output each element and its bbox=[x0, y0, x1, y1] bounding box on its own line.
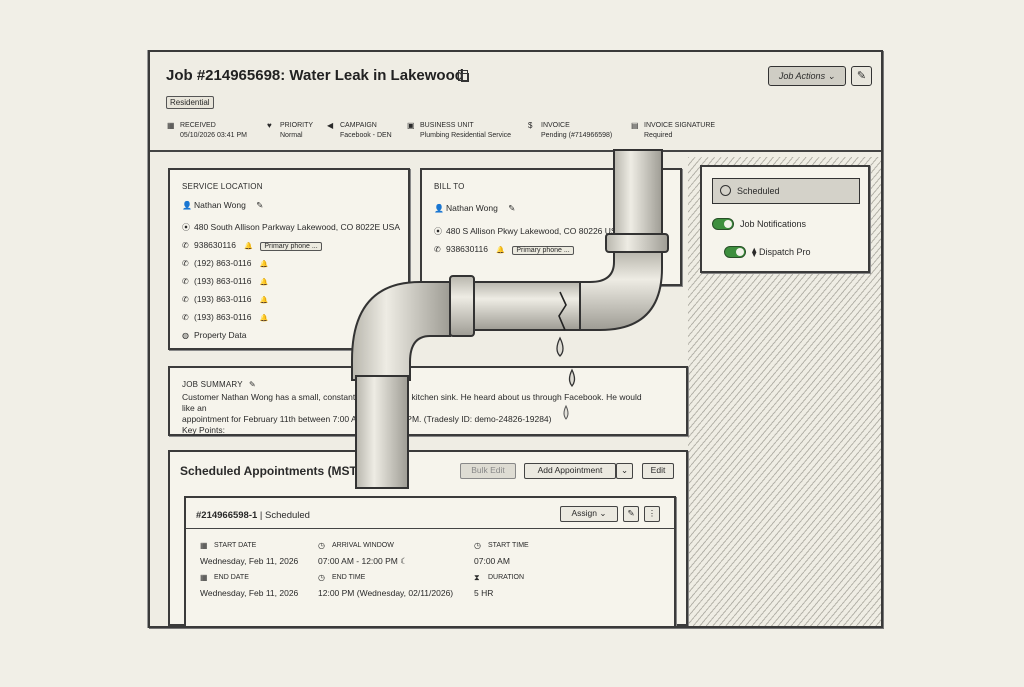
kebab-menu-icon: ⋮ bbox=[647, 508, 657, 518]
job-notifications-toggle[interactable] bbox=[712, 218, 734, 230]
service-location-card: SERVICE LOCATION 👤Nathan Wong ✎ ⦿480 Sou… bbox=[168, 168, 410, 350]
arrival-window-value: 07:00 AM - 12:00 PM ☾ bbox=[318, 556, 408, 566]
more-options-button[interactable]: ⋮ bbox=[644, 506, 660, 522]
job-summary-text: Customer Nathan Wong has a small, consta… bbox=[182, 392, 642, 435]
phone-row[interactable]: ✆(193) 863-0116 🔔 bbox=[182, 294, 269, 304]
bell-icon[interactable]: 🔔 bbox=[259, 279, 269, 286]
meta-received: ▦ RECEIVED 05/10/2026 03:41 PM bbox=[167, 121, 247, 139]
clock-icon bbox=[720, 185, 731, 196]
meta-invoice-signature: ▤ INVOICE SIGNATURE Required bbox=[631, 121, 716, 139]
calendar-icon: ▦ bbox=[200, 573, 208, 582]
bulk-edit-button[interactable]: Bulk Edit bbox=[460, 463, 516, 479]
location-pin-icon: ⦿ bbox=[182, 223, 190, 232]
add-appointment-dropdown[interactable]: ⌄ bbox=[616, 463, 633, 479]
phone-row[interactable]: ✆(193) 863-0116 🔔 bbox=[182, 276, 269, 286]
job-header: Job #214965698: Water Leak in Lakewood R… bbox=[150, 52, 881, 152]
job-summary-card: JOB SUMMARY ✎ Customer Nathan Wong has a… bbox=[168, 366, 688, 436]
meta-invoice: $ INVOICE Pending (#714966598) bbox=[528, 121, 613, 139]
appointment-header: #214966598-1 | Scheduled bbox=[196, 510, 310, 521]
edit-job-button[interactable]: ✎ bbox=[851, 66, 872, 86]
bill-to-phone[interactable]: ✆938630116 🔔 Primary phone ... bbox=[434, 244, 574, 255]
bell-icon[interactable]: 🔔 bbox=[259, 261, 269, 268]
bell-icon[interactable]: 🔔 bbox=[259, 297, 269, 304]
phone-icon: ✆ bbox=[182, 241, 189, 250]
meta-campaign: ◀ CAMPAIGN Facebook - DEN bbox=[327, 121, 392, 139]
phone-icon: ✆ bbox=[182, 313, 189, 322]
phone-icon: ✆ bbox=[182, 277, 189, 286]
dispatch-pro-toggle[interactable] bbox=[724, 246, 746, 258]
moon-icon: ☾ bbox=[400, 556, 408, 566]
user-icon: 👤 bbox=[182, 201, 192, 210]
primary-phone-select[interactable]: Primary phone ... bbox=[512, 246, 574, 255]
bell-icon[interactable]: 🔔 bbox=[244, 243, 254, 250]
end-time-value: 12:00 PM (Wednesday, 02/11/2026) bbox=[318, 588, 454, 598]
user-icon: 👤 bbox=[434, 204, 444, 213]
appointment-status: Scheduled bbox=[265, 510, 310, 521]
pencil-icon[interactable]: ✎ bbox=[508, 203, 516, 213]
pencil-icon: ✎ bbox=[627, 508, 635, 518]
phone-icon: ✆ bbox=[434, 245, 441, 254]
phone-row[interactable]: ✆(192) 863-0116 🔔 bbox=[182, 258, 269, 268]
phone-row[interactable]: ✆(193) 863-0116 🔔 bbox=[182, 312, 269, 322]
edit-appointment-button[interactable]: ✎ bbox=[623, 506, 639, 522]
duration-value: 5 HR bbox=[474, 588, 494, 598]
appointment-id: #214966598-1 bbox=[196, 510, 258, 521]
bell-icon[interactable]: 🔔 bbox=[496, 247, 506, 254]
pencil-icon[interactable]: ✎ bbox=[256, 200, 264, 210]
meta-priority: ♥ PRIORITY Normal bbox=[267, 121, 314, 139]
appointments-title: Scheduled Appointments (MST) bbox=[180, 464, 361, 478]
chevron-down-icon: ⌄ bbox=[620, 465, 629, 475]
customer-name-link[interactable]: 👤Nathan Wong ✎ bbox=[182, 200, 264, 210]
phone-row[interactable]: ✆938630116 🔔 Primary phone ... bbox=[182, 240, 322, 251]
megaphone-icon: ◀ bbox=[327, 121, 334, 130]
calendar-icon: ▦ bbox=[200, 541, 208, 550]
edit-appointments-button[interactable]: Edit bbox=[642, 463, 674, 479]
phone-icon: ✆ bbox=[182, 295, 189, 304]
pencil-icon[interactable]: ✎ bbox=[249, 380, 256, 389]
bell-icon[interactable]: 🔔 bbox=[259, 315, 269, 322]
bill-to-card: BILL TO 👤Nathan Wong ✎ ⦿480 S Allison Pk… bbox=[420, 168, 682, 286]
clock-icon: ◷ bbox=[318, 541, 325, 550]
appointments-panel: Scheduled Appointments (MST) Bulk Edit A… bbox=[168, 450, 688, 626]
hourglass-icon: ⧗ bbox=[474, 573, 480, 582]
dispatch-pro-label: ⧫ Dispatch Pro bbox=[752, 247, 811, 257]
add-appointment-button[interactable]: Add Appointment bbox=[524, 463, 616, 479]
clock-icon: ◷ bbox=[318, 573, 325, 582]
heart-icon: ♥ bbox=[267, 121, 272, 130]
start-date-value: Wednesday, Feb 11, 2026 bbox=[200, 556, 299, 566]
app-window: Job #214965698: Water Leak in Lakewood R… bbox=[148, 50, 883, 628]
globe-icon: ◍ bbox=[182, 331, 189, 340]
clock-icon: ◷ bbox=[474, 541, 481, 550]
status-panel: Scheduled Job Notifications ⧫ Dispatch P… bbox=[700, 165, 870, 273]
page-title: Job #214965698: Water Leak in Lakewood bbox=[166, 67, 464, 84]
pencil-icon: ✎ bbox=[856, 70, 867, 82]
copy-icon[interactable] bbox=[458, 70, 469, 82]
bill-to-address[interactable]: ⦿480 S Allison Pkwy Lakewood, CO 80226 U… bbox=[434, 226, 623, 236]
job-status-button[interactable]: Scheduled bbox=[712, 178, 860, 204]
job-actions-button[interactable]: Job Actions ⌄ bbox=[768, 66, 846, 86]
assign-button[interactable]: Assign ⌄ bbox=[560, 506, 618, 522]
job-type-badge: Residential bbox=[166, 96, 214, 109]
end-date-value: Wednesday, Feb 11, 2026 bbox=[200, 588, 299, 598]
bill-to-name[interactable]: 👤Nathan Wong ✎ bbox=[434, 203, 516, 213]
divider bbox=[186, 528, 674, 529]
phone-icon: ✆ bbox=[182, 259, 189, 268]
meta-business-unit: ▣ BUSINESS UNIT Plumbing Residential Ser… bbox=[407, 121, 512, 139]
briefcase-icon: ▣ bbox=[407, 121, 415, 130]
appointment-card: #214966598-1 | Scheduled Assign ⌄ ✎ ⋮ ▦ … bbox=[184, 496, 676, 626]
location-pin-icon: ⦿ bbox=[434, 227, 442, 236]
dollar-icon: $ bbox=[528, 121, 533, 130]
calendar-icon: ▦ bbox=[167, 121, 175, 130]
primary-phone-select[interactable]: Primary phone ... bbox=[260, 242, 322, 251]
service-address[interactable]: ⦿480 South Allison Parkway Lakewood, CO … bbox=[182, 222, 401, 232]
document-icon: ▤ bbox=[631, 121, 639, 130]
start-time-value: 07:00 AM bbox=[474, 556, 510, 566]
property-data-link[interactable]: ◍Property Data bbox=[182, 330, 247, 340]
